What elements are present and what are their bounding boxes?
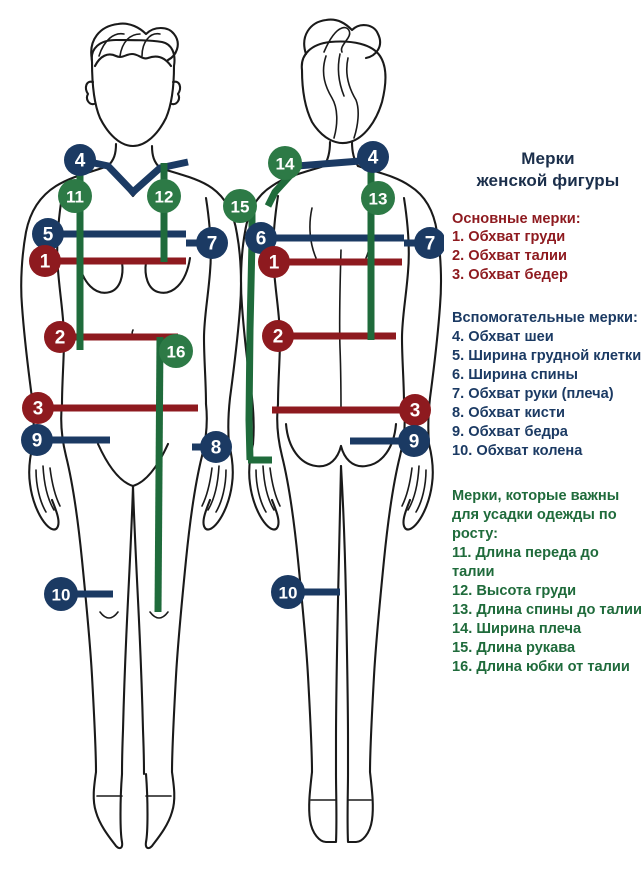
figures-svg: .ol{fill:none;stroke:#1a1a1a;stroke-widt…	[20, 18, 444, 850]
marker-label-5-front: 5	[43, 225, 54, 246]
marker-bubble-4-front	[64, 144, 96, 176]
marker-bubble-1-back	[258, 246, 290, 278]
marker-label-9-back: 9	[409, 432, 420, 453]
legend-panel: Мерки женской фигуры Основные мерки: 1. …	[452, 0, 644, 885]
marker-label-10-front: 10	[52, 586, 71, 605]
marker-bubble-9-back	[398, 425, 430, 457]
list-item: 7. Обхват руки (плеча)	[452, 386, 614, 403]
list-item: 1. Обхват груди	[452, 229, 566, 246]
marker-bubble-14-back	[268, 146, 302, 180]
marker-label-9-front: 9	[32, 431, 43, 452]
marker-label-7-back: 7	[425, 234, 436, 255]
marker-bubble-8-front	[200, 431, 232, 463]
marker-label-13-back: 13	[369, 190, 388, 209]
marker-label-3-front: 3	[33, 399, 44, 420]
marker-label-2-front: 2	[55, 328, 66, 349]
marker-label-14-back: 14	[276, 155, 295, 174]
marker-bubble-7-front	[196, 227, 228, 259]
marker-bubble-10-front	[44, 577, 78, 611]
list-item: 13. Длина спины до талии	[452, 601, 642, 618]
list-item: 12. Высота груди	[452, 582, 577, 599]
marker-label-16-front: 16	[167, 343, 186, 362]
marker-bubble-15-back	[223, 189, 257, 223]
marker-bubble-12-front	[147, 179, 181, 213]
marker-label-4-back: 4	[368, 148, 379, 169]
marker-label-4-front: 4	[75, 151, 86, 172]
list-item: 14. Ширина плеча	[452, 620, 582, 637]
marker-label-10-back: 10	[279, 584, 298, 603]
list-item: 2. Обхват талии	[452, 248, 567, 265]
marker-bubble-10-back	[271, 575, 305, 609]
legend-group-primary-heading: Основные мерки:	[452, 210, 581, 227]
list-item: 4. Обхват шеи	[452, 329, 554, 346]
marker-bubble-3-back	[399, 394, 431, 426]
marker-bubble-2-front	[44, 321, 76, 353]
list-item: 11. Длина переда до талии	[452, 545, 599, 580]
list-item: 16. Длина юбки от талии	[452, 658, 630, 675]
legend-group-primary-list: 1. Обхват груди 2. Обхват талии 3. Обхва…	[452, 228, 644, 285]
list-item: 10. Обхват колена	[452, 443, 583, 460]
legend-group-growth: Мерки, которые важны для усадки одежды п…	[452, 487, 644, 677]
marker-bubble-7-back	[414, 227, 444, 259]
marker-label-15-back: 15	[231, 198, 250, 217]
legend-group-secondary: Вспомогательные мерки: 4. Обхват шеи 5. …	[452, 309, 644, 461]
marker-bubble-5-front	[32, 218, 64, 250]
page-title: Мерки женской фигуры	[452, 148, 644, 192]
list-item: 3. Обхват бедер	[452, 267, 568, 284]
marker-bubble-13-back	[361, 181, 395, 215]
legend-group-secondary-heading: Вспомогательные мерки:	[452, 310, 638, 327]
marker-label-2-back: 2	[273, 327, 284, 348]
figures-area: .ol{fill:none;stroke:#1a1a1a;stroke-widt…	[20, 18, 444, 850]
list-item: 6. Ширина спины	[452, 367, 578, 384]
marker-label-1-back: 1	[269, 253, 280, 274]
title-line-1: Мерки	[521, 149, 575, 168]
marker-label-6-back: 6	[256, 229, 267, 250]
marker-bubble-4-back	[357, 141, 389, 173]
list-item: 8. Обхват кисти	[452, 405, 565, 422]
marker-bubble-2-back	[262, 320, 294, 352]
legend-group-growth-list: 11. Длина переда до талии 12. Высота гру…	[452, 544, 644, 677]
marker-bubble-11-front	[58, 179, 92, 213]
line-16-skirt-length	[154, 336, 164, 613]
marker-label-7-front: 7	[207, 234, 218, 255]
list-item: 5. Ширина грудной клетки	[452, 348, 642, 365]
marker-bubble-6-back	[245, 222, 277, 254]
legend-group-growth-heading: Мерки, которые важны для усадки одежды п…	[452, 488, 620, 543]
title-line-2: женской фигуры	[476, 170, 620, 190]
marker-label-1-front: 1	[40, 252, 51, 273]
line-4-neck-front	[79, 156, 189, 197]
marker-label-12-front: 12	[155, 188, 174, 207]
list-item: 9. Обхват бедра	[452, 424, 568, 441]
marker-label-8-front: 8	[211, 438, 222, 459]
marker-label-11-front: 11	[66, 188, 84, 207]
marker-bubble-9-front	[21, 424, 53, 456]
marker-bubble-1-front	[29, 245, 61, 277]
marker-bubble-3-front	[22, 392, 54, 424]
marker-bubble-16-front	[159, 334, 193, 368]
legend-group-primary: Основные мерки: 1. Обхват груди 2. Обхва…	[452, 210, 644, 286]
legend-group-secondary-list: 4. Обхват шеи 5. Ширина грудной клетки 6…	[452, 328, 644, 461]
marker-label-3-back: 3	[410, 401, 421, 422]
list-item: 15. Длина рукава	[452, 639, 576, 656]
